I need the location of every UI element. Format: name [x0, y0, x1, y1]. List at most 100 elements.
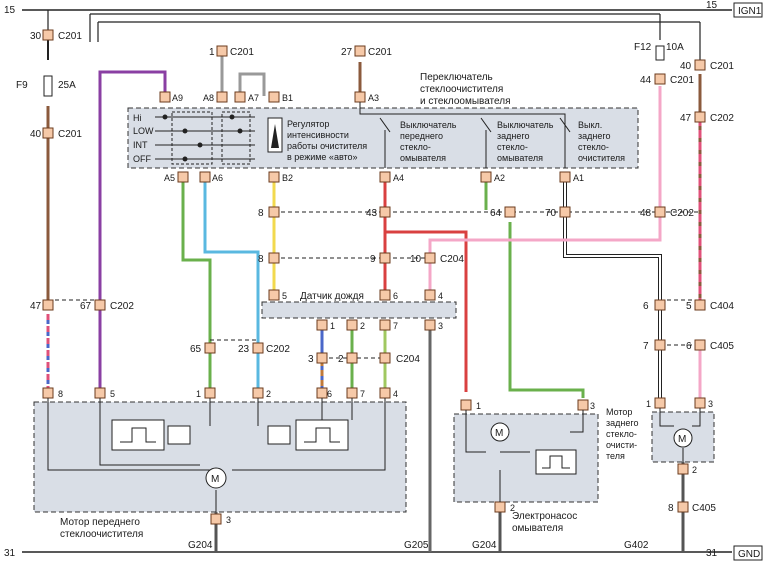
rm-pin-1: 1 [646, 399, 651, 409]
fws-3: стекло- [400, 142, 431, 152]
wp-pin-2: 2 [510, 503, 515, 513]
regulator-line-3: работы очистителя [287, 141, 367, 151]
label-c8-c: 8 [668, 503, 674, 514]
pos-int: INT [133, 140, 148, 150]
rs-pin-6: 6 [393, 291, 398, 301]
label-c23: 23 [238, 344, 250, 355]
label-c5: 5 [686, 301, 692, 312]
rs-pin-2: 2 [360, 321, 365, 331]
rail-label-bottom-left: 31 [4, 548, 16, 559]
switch-title-3: и стеклоомывателя [420, 96, 511, 107]
label-c7: 7 [643, 341, 649, 352]
label-c204-a: C204 [440, 254, 464, 265]
label-c6-b: 6 [686, 341, 692, 352]
label-c2: 2 [338, 354, 344, 365]
label-c404: C404 [710, 301, 734, 312]
pump-motor-m: M [495, 428, 503, 439]
ground-g204-b: G204 [472, 540, 497, 551]
pin-a3: A3 [368, 93, 379, 103]
label-c6: 6 [643, 301, 649, 312]
rear-motor-symbol [673, 428, 693, 448]
pos-hi: Hi [133, 113, 142, 123]
ign1-tag: IGN1 [738, 6, 762, 17]
pin-a1: A1 [573, 173, 584, 183]
rwp-1: Выкл. [578, 120, 602, 130]
wp-pin-3: 3 [590, 401, 595, 411]
pin-b2: B2 [282, 173, 293, 183]
switch-title: Переключатель стеклоочистителя и стеклоо… [420, 72, 511, 107]
ground-g205: G205 [404, 540, 429, 551]
pin-b1: B1 [282, 93, 293, 103]
label-c202-b: C202 [710, 113, 734, 124]
label-c8-a: 8 [258, 208, 264, 219]
rear-motor-label-1: Мотор [606, 407, 632, 417]
label-c201-b: C201 [58, 129, 82, 140]
pump-label-2: омывателя [512, 523, 563, 534]
label-c405-b: C405 [692, 503, 716, 514]
switch-pins: A9 A8 A7 B1 A3 A5 A6 B2 A4 A2 A1 [164, 93, 584, 183]
label-c201-c: C201 [230, 47, 254, 58]
label-c44: 44 [640, 75, 652, 86]
front-motor-label-2: стеклоочистителя [60, 529, 143, 540]
fm-pin-4: 4 [393, 389, 398, 399]
fuse-f12-rating: 10A [666, 42, 684, 53]
fuse-f12: F12 10A [634, 42, 684, 61]
fws-2: переднего [400, 131, 443, 141]
pump-motor-symbol [490, 422, 510, 442]
ign1-rail: 15 15 IGN1 [4, 0, 763, 18]
label-c67: 67 [80, 301, 92, 312]
label-c204-b: C204 [396, 354, 420, 365]
pin-a2: A2 [494, 173, 505, 183]
rs-pin-1: 1 [330, 321, 335, 331]
fuse-f9: F9 25A [16, 75, 76, 97]
pin-a4: A4 [393, 173, 404, 183]
connectors [42, 29, 706, 525]
front-motor-box [33, 401, 407, 513]
ground-labels: G204 G205 G204 G402 [188, 540, 649, 551]
ground-g204-a: G204 [188, 540, 213, 551]
switch-title-1: Переключатель [420, 72, 493, 83]
label-c201-d: C201 [368, 47, 392, 58]
rear-motor-label-2: заднего [606, 418, 638, 428]
label-c202-c: C202 [670, 208, 694, 219]
fws-1: Выключатель [400, 120, 457, 130]
wp-pin-1: 1 [476, 401, 481, 411]
label-c27: 27 [341, 47, 353, 58]
switch-title-2: стеклоочистителя [420, 84, 503, 95]
fm-pin-8: 8 [58, 389, 63, 399]
label-c40-a: 40 [30, 129, 42, 140]
regulator-line-2: интенсивности [287, 130, 349, 140]
label-c202-d: C202 [266, 344, 290, 355]
label-c47-b: 47 [680, 113, 692, 124]
rws-1: Выключатель [497, 120, 554, 130]
front-motor: 8 5 1 2 6 7 4 3 M Мотор переднего стекло… [47, 389, 398, 540]
label-c201-f: C201 [710, 61, 734, 72]
label-c64: 64 [490, 208, 502, 219]
rear-motor-label-5: теля [606, 451, 625, 461]
fuse-f9-id: F9 [16, 80, 28, 91]
rain-sensor-label: Датчик дождя [300, 291, 364, 302]
fm-pin-6: 6 [327, 389, 332, 399]
label-c47-a: 47 [30, 301, 42, 312]
fws-4: омывателя [400, 153, 446, 163]
switch-contact-grid [155, 111, 255, 165]
switch-box [127, 107, 639, 169]
front-washer-switch-label: Выключатель переднего стекло- омывателя [400, 120, 457, 163]
ground-g402: G402 [624, 540, 649, 551]
fm-pin-2: 2 [266, 389, 271, 399]
rain-sensor: Датчик дождя 5 6 4 1 2 7 3 [282, 291, 443, 331]
regulator-line-1: Регулятор [287, 119, 329, 129]
label-c48: 48 [640, 208, 652, 219]
rail-label-top-left: 15 [4, 5, 16, 16]
rm-pin-3: 3 [708, 399, 713, 409]
label-c1-top: 1 [209, 47, 215, 58]
pin-a8: A8 [203, 93, 214, 103]
label-c201-a: C201 [58, 31, 82, 42]
rear-motor-label-4: очисти- [606, 440, 637, 450]
label-c8-b: 8 [258, 254, 264, 265]
fm-pin-3: 3 [226, 515, 231, 525]
rwp-3: стекло- [578, 142, 609, 152]
rear-wiper-switch-label: Выкл. заднего стекло- очистителя [578, 120, 625, 163]
rs-pin-7: 7 [393, 321, 398, 331]
